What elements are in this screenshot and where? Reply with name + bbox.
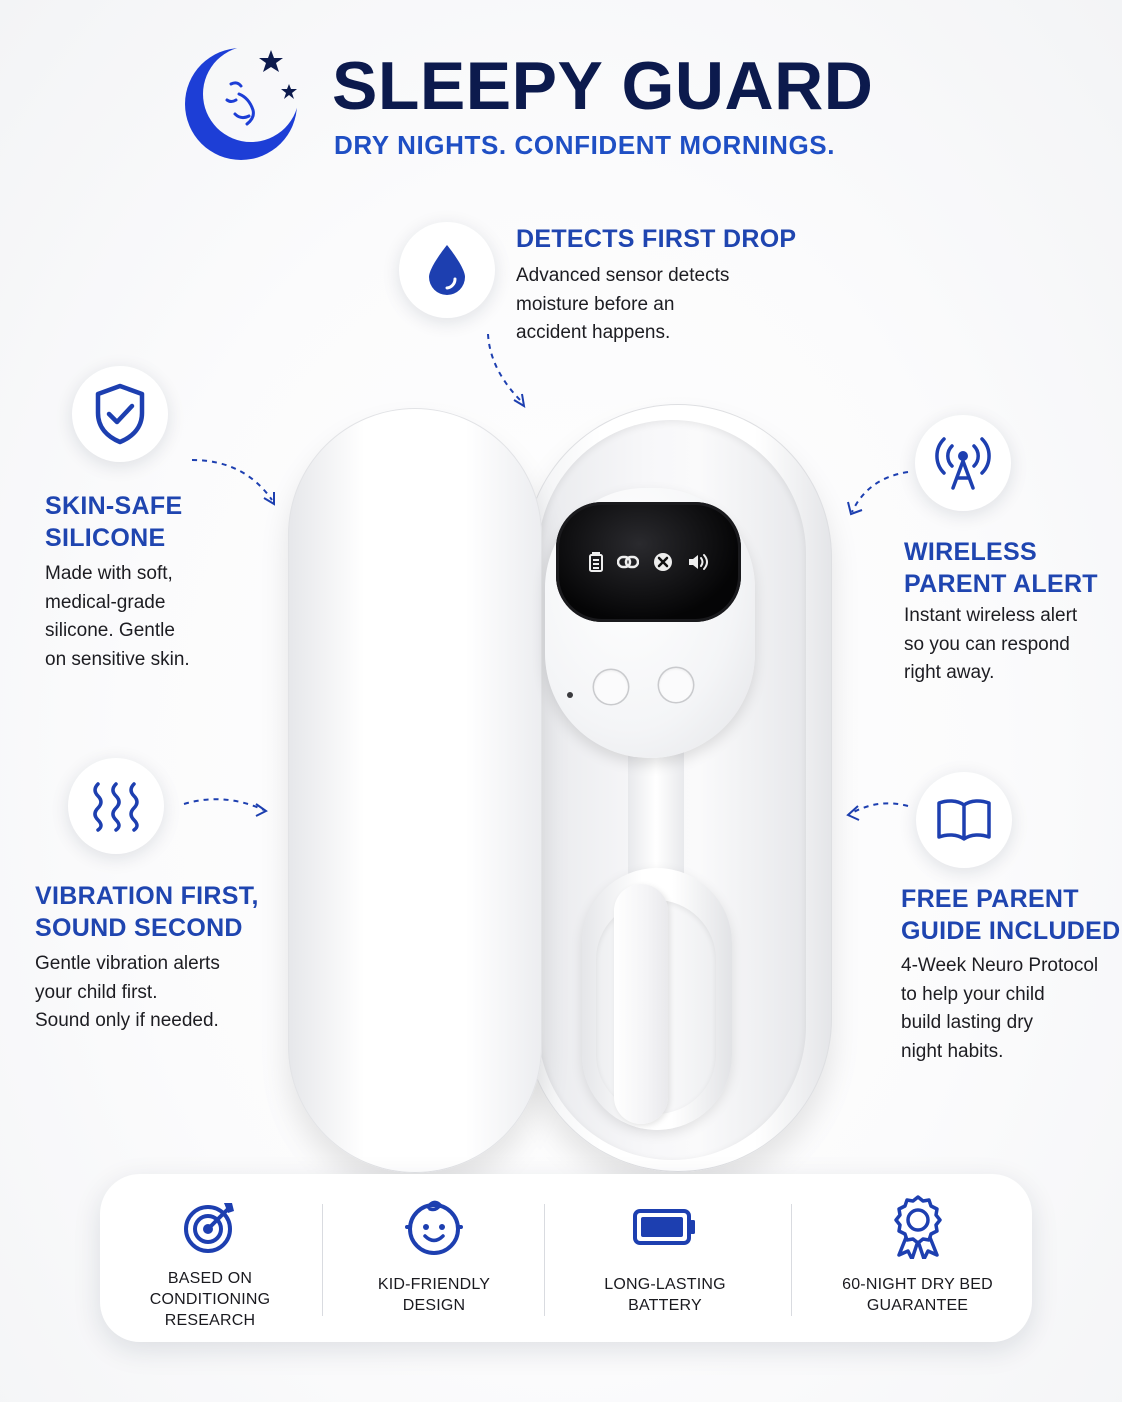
moon-stars-icon [183,44,303,162]
benefit-kid-friendly: KID-FRIENDLY DESIGN [354,1174,514,1342]
battery-icon [588,552,603,572]
wireless-description: Instant wireless alert so you can respon… [904,605,1078,683]
target-icon [182,1196,238,1258]
vibration-title: VIBRATION FIRST, SOUND SECOND [35,882,259,942]
vibration-waves-icon [68,758,164,854]
device-screen [556,502,741,622]
silicone-description: Made with soft, medical-grade silicone. … [45,563,190,670]
detects-description: Advanced sensor detects moisture before … [516,265,730,343]
wireless-title: WIRELESS PARENT ALERT [904,538,1098,598]
detects-title: DETECTS FIRST DROP [516,225,797,253]
baby-face-icon [404,1196,464,1258]
benefit-research-label: BASED ON CONDITIONING RESEARCH [149,1270,271,1329]
benefits-bar: BASED ON CONDITIONING RESEARCH KID-FRIEN… [100,1174,1032,1342]
sensor-strap [614,884,668,1124]
arrow-to-base [847,471,909,516]
divider [322,1204,323,1316]
speaker-icon [688,554,708,570]
arrow-to-clip [846,802,909,821]
mute-icon [653,553,672,571]
arrow-to-device [487,333,526,408]
open-book-icon [916,772,1012,868]
divider [791,1204,792,1316]
water-drop-icon [399,222,495,318]
vibration-description: Gentle vibration alerts your child first… [35,953,220,1031]
guide-description: 4-Week Neuro Protocol to help your child… [901,955,1099,1062]
guide-title: FREE PARENT GUIDE INCLUDED [901,885,1121,945]
tagline: DRY NIGHTS. CONFIDENT MORNINGS. [334,130,836,160]
link-icon [616,555,639,569]
device-microphone [567,692,573,698]
benefit-kid-friendly-label: KID-FRIENDLY DESIGN [377,1276,491,1314]
device-button-left[interactable] [594,670,628,704]
silicone-title: SKIN-SAFE SILICONE [45,492,183,552]
shield-check-icon [72,366,168,462]
arrow-to-lid-lower [183,798,268,817]
arrow-to-lid [191,459,275,506]
award-ribbon-icon [891,1195,945,1259]
antenna-signal-icon [915,415,1011,511]
divider [544,1204,545,1316]
case-lid [288,408,542,1173]
battery-full-icon [633,1196,697,1258]
device-button-right[interactable] [659,668,693,702]
benefit-guarantee: 60-NIGHT DRY BED GUARANTEE [825,1174,1010,1342]
benefit-battery-label: LONG-LASTING BATTERY [604,1276,726,1314]
benefit-guarantee-label: 60-NIGHT DRY BED GUARANTEE [842,1276,993,1314]
brand-title: SLEEPY GUARD [332,48,874,124]
benefit-battery: LONG-LASTING BATTERY [585,1174,745,1342]
benefit-research: BASED ON CONDITIONING RESEARCH [130,1174,290,1342]
